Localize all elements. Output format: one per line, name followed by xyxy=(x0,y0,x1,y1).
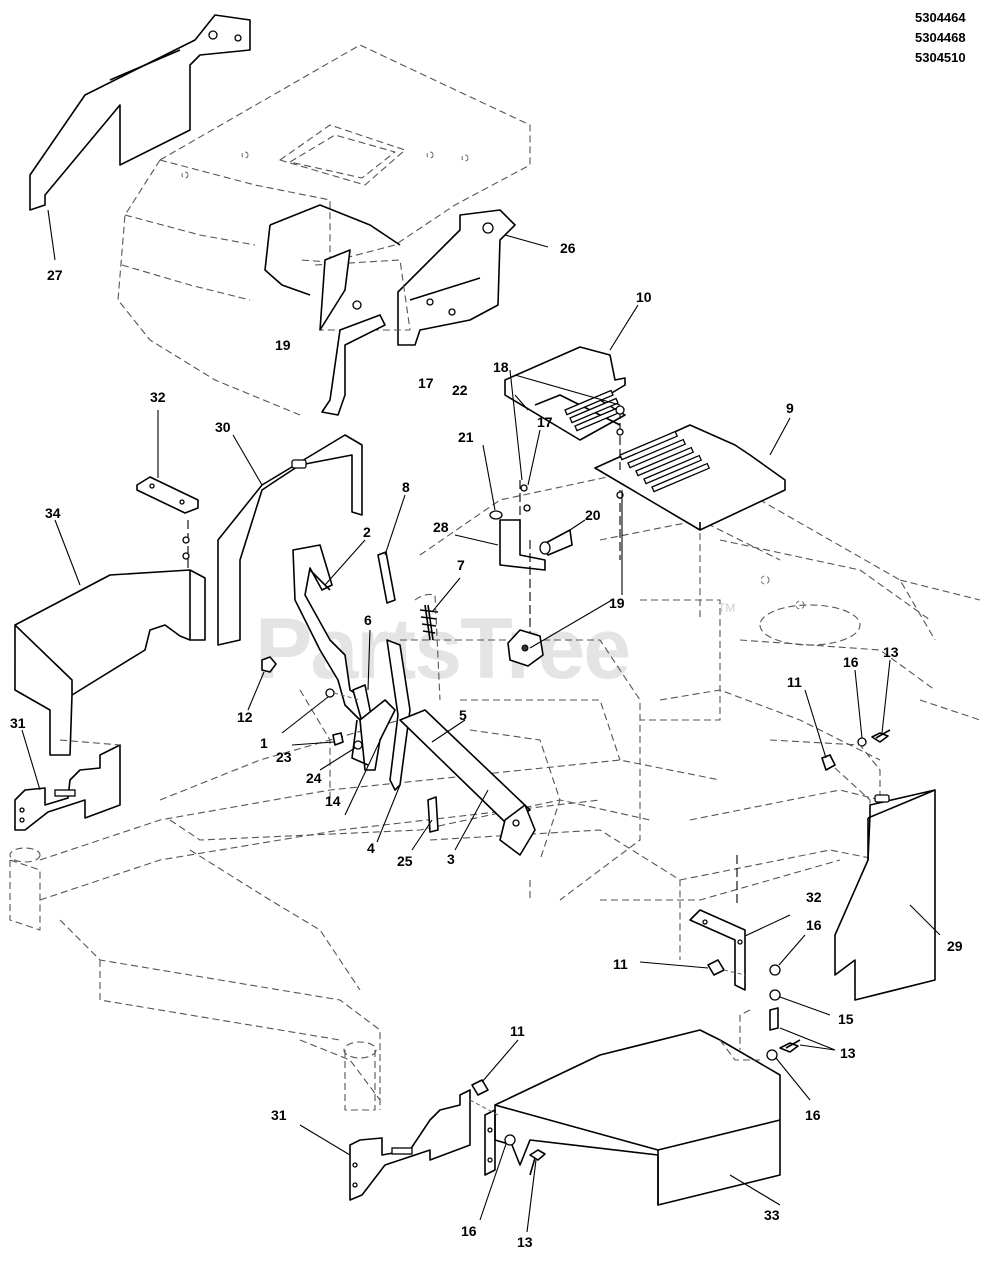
callout-6: 6 xyxy=(364,612,372,628)
callout-31: 31 xyxy=(10,715,26,731)
part-number: 5304464 xyxy=(915,10,966,25)
callout-32: 32 xyxy=(150,389,166,405)
part-number: 5304510 xyxy=(915,50,966,65)
part-9-floor-plate xyxy=(594,417,791,531)
callout-16: 16 xyxy=(806,917,822,933)
callout-33: 33 xyxy=(764,1207,780,1223)
callout-23: 23 xyxy=(276,749,292,765)
callout-1: 1 xyxy=(260,735,268,751)
part-32-bracket-lower xyxy=(639,855,836,1101)
callout-12: 12 xyxy=(237,709,253,725)
part-34-console-cover xyxy=(14,519,206,756)
callout-13: 13 xyxy=(840,1045,856,1061)
callout-3: 3 xyxy=(447,851,455,867)
callout-9: 9 xyxy=(786,400,794,416)
part-number: 5304468 xyxy=(915,30,966,45)
callout-30: 30 xyxy=(215,419,231,435)
part-31-bracket-lower xyxy=(299,1039,546,1233)
callout-27: 27 xyxy=(47,267,63,283)
callout-13: 13 xyxy=(883,644,899,660)
callout-24: 24 xyxy=(306,770,322,786)
callout-25: 25 xyxy=(397,853,413,869)
callout-32: 32 xyxy=(806,889,822,905)
part-31-bracket-left xyxy=(14,729,121,831)
part-27-panel xyxy=(29,14,251,261)
callout-labels: 27 26 19 17 22 10 18 17 9 32 30 21 8 34 … xyxy=(10,240,963,1250)
callout-8: 8 xyxy=(402,479,410,495)
callout-14: 14 xyxy=(325,793,341,809)
left-hardware xyxy=(247,656,386,816)
callout-18: 18 xyxy=(493,359,509,375)
callout-21: 21 xyxy=(458,429,474,445)
callout-29: 29 xyxy=(947,938,963,954)
callout-28: 28 xyxy=(433,519,449,535)
callout-11: 11 xyxy=(787,674,802,690)
callout-16: 16 xyxy=(461,1223,477,1239)
callout-22: 22 xyxy=(452,382,468,398)
part-33-console-cover xyxy=(484,1029,781,1206)
callout-19: 19 xyxy=(609,595,625,611)
part-32-bracket-upper xyxy=(136,410,199,590)
callout-17: 17 xyxy=(537,414,553,430)
callout-4: 4 xyxy=(367,840,375,856)
part-number-list: 5304464 5304468 5304510 xyxy=(915,10,966,65)
callout-17: 17 xyxy=(418,375,434,391)
callout-13: 13 xyxy=(517,1234,533,1250)
callout-19: 19 xyxy=(275,337,291,353)
callout-26: 26 xyxy=(560,240,576,256)
callout-31: 31 xyxy=(271,1107,287,1123)
callout-16: 16 xyxy=(805,1107,821,1123)
part-30-side-panel xyxy=(217,434,363,646)
center-hardware xyxy=(454,369,625,667)
callout-16: 16 xyxy=(843,654,859,670)
callout-34: 34 xyxy=(45,505,61,521)
callout-7: 7 xyxy=(457,557,465,573)
control-lever-assembly xyxy=(292,494,536,856)
callout-5: 5 xyxy=(459,707,467,723)
floor-slots xyxy=(619,430,711,493)
part-29-fender xyxy=(834,789,941,1001)
callout-10: 10 xyxy=(636,289,652,305)
callout-20: 20 xyxy=(585,507,601,523)
part-26-seat-bracket xyxy=(264,204,549,416)
part-10-floor-plate xyxy=(504,304,639,441)
callout-2: 2 xyxy=(363,524,371,540)
callout-11: 11 xyxy=(613,956,628,972)
callout-11: 11 xyxy=(510,1023,525,1039)
callout-15: 15 xyxy=(838,1011,854,1027)
watermark-trademark: TM xyxy=(718,601,735,615)
